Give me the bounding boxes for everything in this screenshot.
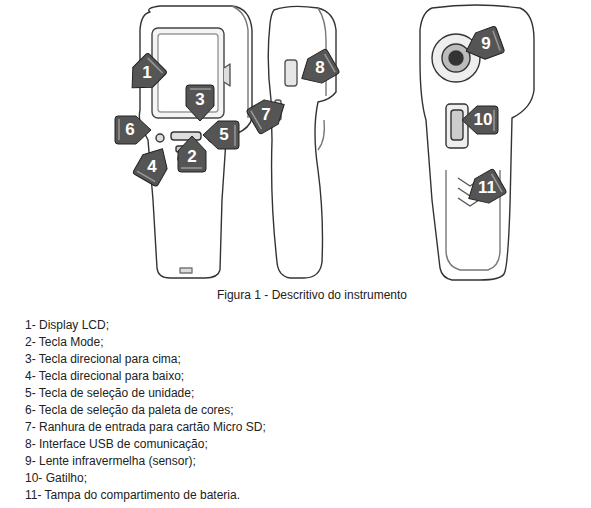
callout-number: 10 xyxy=(468,105,498,135)
part-list-item: 6- Tecla de seleção da paleta de cores; xyxy=(25,403,234,417)
part-list-item: 10- Gatilho; xyxy=(25,471,87,485)
callout-badge: 3 xyxy=(185,85,215,115)
callout-number: 4 xyxy=(137,152,167,182)
callout-badge: 1 xyxy=(132,58,162,88)
callout-badge: 10 xyxy=(468,105,498,135)
callout-number: 11 xyxy=(472,173,502,203)
callout-number: 7 xyxy=(251,100,281,130)
callout-badge: 5 xyxy=(209,120,239,150)
callout-number: 1 xyxy=(132,58,162,88)
callout-number: 8 xyxy=(305,53,335,83)
callout-number: 9 xyxy=(471,29,501,59)
part-list-item: 11- Tampa do compartimento de bateria. xyxy=(25,488,240,502)
part-list-item: 1- Display LCD; xyxy=(25,318,109,332)
callout-number: 3 xyxy=(185,85,215,115)
part-list-item: 8- Interface USB de comunicação; xyxy=(25,437,208,451)
part-list-item: 7- Ranhura de entrada para cartão Micro … xyxy=(25,420,266,434)
callout-badge: 8 xyxy=(305,53,335,83)
callout-number: 6 xyxy=(115,115,145,145)
figure-caption: Figura 1 - Descritivo do instrumento xyxy=(217,288,407,302)
part-list-item: 9- Lente infravermelha (sensor); xyxy=(25,454,196,468)
callout-badge: 4 xyxy=(137,152,167,182)
callout-badge: 2 xyxy=(177,142,207,172)
part-list-item: 2- Tecla Mode; xyxy=(25,335,104,349)
callout-badge: 9 xyxy=(471,29,501,59)
callout-number: 5 xyxy=(209,120,239,150)
part-list-item: 4- Tecla direcional para baixo; xyxy=(25,369,184,383)
callout-badge: 6 xyxy=(115,115,145,145)
part-list-item: 5- Tecla de seleção de unidade; xyxy=(25,386,194,400)
callout-badge: 7 xyxy=(251,100,281,130)
callout-number: 2 xyxy=(177,142,207,172)
callout-badge: 11 xyxy=(472,173,502,203)
part-list-item: 3- Tecla direcional para cima; xyxy=(25,352,181,366)
